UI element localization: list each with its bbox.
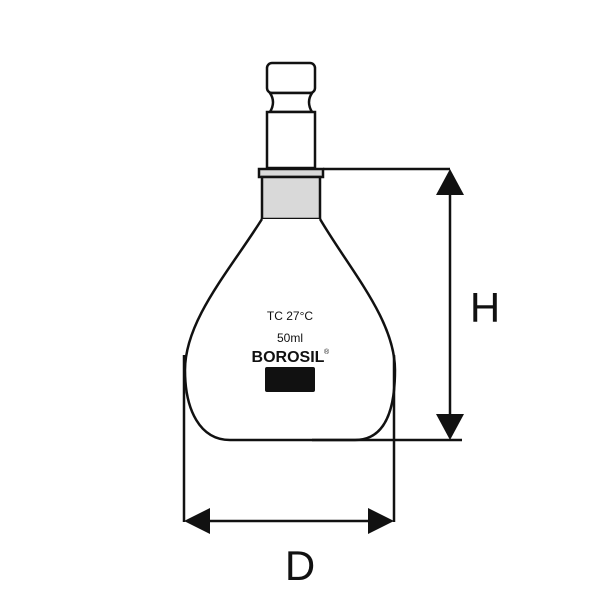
height-dimension xyxy=(312,167,464,442)
calibration-text: TC 27°C xyxy=(267,309,313,323)
stopper xyxy=(265,61,317,170)
volume-text: 50ml xyxy=(277,331,303,345)
brand-logo: BOROSIL xyxy=(252,349,325,366)
diameter-dimension xyxy=(182,355,396,534)
flask-body xyxy=(183,218,397,442)
ground-joint xyxy=(257,167,325,221)
height-label: H xyxy=(470,284,500,331)
registered-mark: ® xyxy=(324,348,330,356)
diameter-label: D xyxy=(285,542,315,589)
label-patch xyxy=(265,367,315,392)
